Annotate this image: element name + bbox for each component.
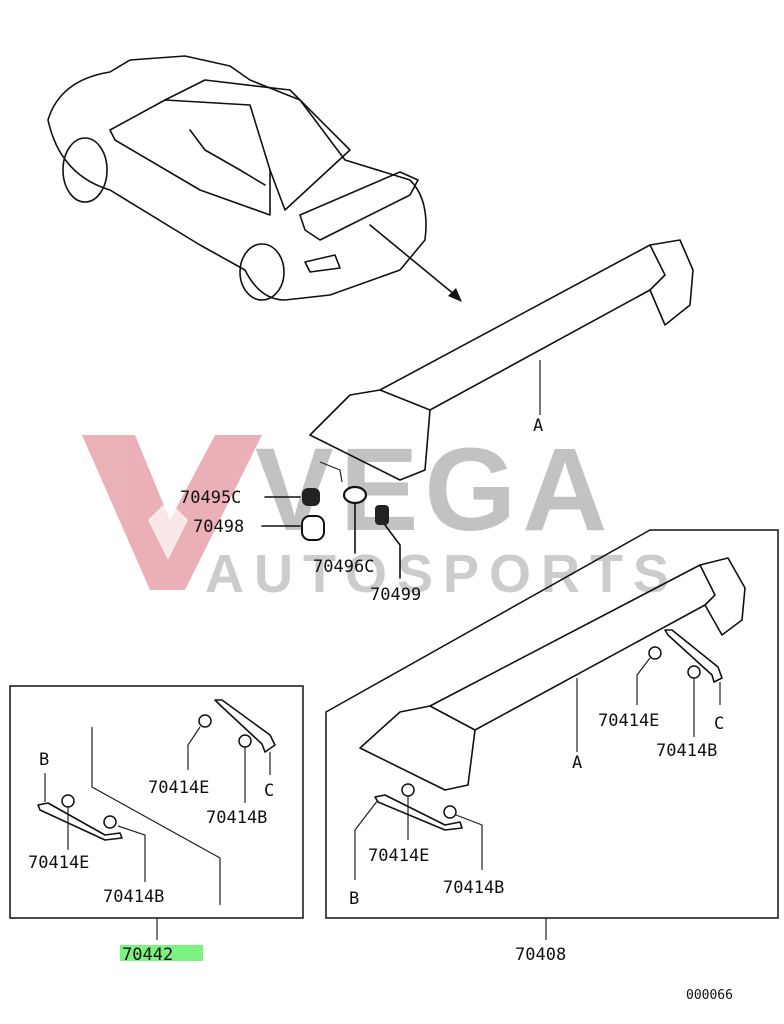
label-70414b-left-lower: 70414B xyxy=(103,887,164,907)
label-b-right: B xyxy=(349,889,359,909)
part-number-70408[interactable]: 70408 xyxy=(515,945,566,965)
label-70414e-left-upper: 70414E xyxy=(148,778,209,798)
label-c-left: C xyxy=(264,781,274,801)
part-number-70442[interactable]: 70442 xyxy=(122,945,173,965)
watermark-logo xyxy=(82,435,262,590)
label-70414e-right-upper: 70414E xyxy=(598,711,659,731)
label-b-left: B xyxy=(39,750,49,770)
car-illustration xyxy=(47,55,462,302)
label-70414b-left-upper: 70414B xyxy=(206,808,267,828)
label-a-right: A xyxy=(572,753,582,773)
spoiler-assembly-top: A xyxy=(309,239,694,483)
label-a-top: A xyxy=(533,416,543,436)
label-c-right: C xyxy=(714,714,724,734)
arrow-head-icon xyxy=(448,288,462,302)
label-70499: 70499 xyxy=(370,585,421,605)
part-number-highlight xyxy=(120,945,203,961)
label-70414e-left-lower: 70414E xyxy=(28,853,89,873)
label-70498: 70498 xyxy=(193,517,244,537)
kit-70442-box: B 70414E C 70414B 70414E 70414B 70442 xyxy=(9,685,304,965)
label-70496c: 70496C xyxy=(313,557,374,577)
label-70414b-right-upper: 70414B xyxy=(656,741,717,761)
label-70495c: 70495C xyxy=(180,488,241,508)
label-70414b-right-lower: 70414B xyxy=(443,878,504,898)
clips: 70495C 70498 70496C 70499 xyxy=(180,485,421,605)
watermark-sub: AUTOSPORTS xyxy=(205,544,679,604)
label-70414e-right-lower: 70414E xyxy=(368,846,429,866)
diagram-id: 000066 xyxy=(686,988,733,1003)
kit-70408-box: 70414E C 70414B A 70414E B 70414B 70408 xyxy=(325,529,779,965)
